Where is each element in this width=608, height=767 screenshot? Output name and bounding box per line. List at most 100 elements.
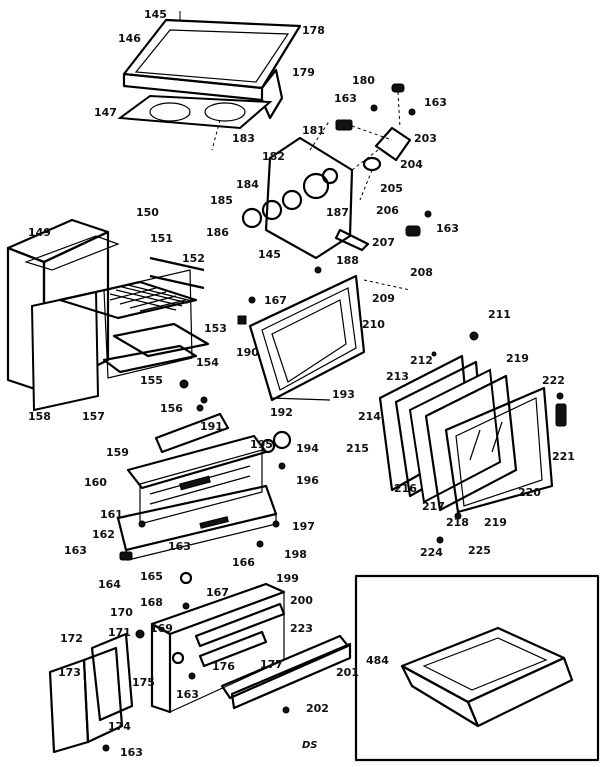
callout-213: 213 <box>386 370 409 383</box>
callout-163: 163 <box>168 540 191 553</box>
callout-146: 146 <box>118 32 141 45</box>
callout-153: 153 <box>204 322 227 335</box>
callout-169: 169 <box>150 622 173 635</box>
callout-151: 151 <box>150 232 173 245</box>
callout-223: 223 <box>290 622 313 635</box>
callout-163: 163 <box>176 688 199 701</box>
callout-211: 211 <box>488 308 511 321</box>
callout-222: 222 <box>542 374 565 387</box>
callout-156: 156 <box>160 402 183 415</box>
callout-161: 161 <box>100 508 123 521</box>
callout-198: 198 <box>284 548 307 561</box>
callout-173: 173 <box>58 666 81 679</box>
callout-174: 174 <box>108 720 131 733</box>
callout-484: 484 <box>366 654 389 667</box>
callout-162: 162 <box>92 528 115 541</box>
callout-185: 185 <box>210 194 233 207</box>
drawing-code: DS <box>302 740 318 751</box>
callout-168: 168 <box>140 596 163 609</box>
callout-177: 177 <box>260 658 283 671</box>
callout-172: 172 <box>60 632 83 645</box>
callout-199: 199 <box>276 572 299 585</box>
callout-175: 175 <box>132 676 155 689</box>
oven-liner-assembly <box>6 218 210 412</box>
callout-164: 164 <box>98 578 121 591</box>
callout-212: 212 <box>410 354 433 367</box>
callout-192: 192 <box>270 406 293 419</box>
callout-194: 194 <box>296 442 319 455</box>
callout-160: 160 <box>84 476 107 489</box>
callout-179: 179 <box>292 66 315 79</box>
callout-163: 163 <box>64 544 87 557</box>
callout-154: 154 <box>196 356 219 369</box>
callout-158: 158 <box>28 410 51 423</box>
callout-193: 193 <box>332 388 355 401</box>
callout-167: 167 <box>206 586 229 599</box>
callout-181: 181 <box>302 124 325 137</box>
broiler-pan-inset <box>354 574 600 762</box>
broiler-assembly <box>116 404 292 585</box>
callout-188: 188 <box>336 254 359 267</box>
callout-166: 166 <box>232 556 255 569</box>
callout-163: 163 <box>436 222 459 235</box>
callout-196: 196 <box>296 474 319 487</box>
callout-216: 216 <box>394 482 417 495</box>
door-frame <box>237 266 411 402</box>
top-vent-assembly <box>117 10 302 151</box>
callout-220: 220 <box>518 486 541 499</box>
callout-184: 184 <box>236 178 259 191</box>
callout-180: 180 <box>352 74 375 87</box>
callout-167: 167 <box>264 294 287 307</box>
callout-182: 182 <box>262 150 285 163</box>
callout-171: 171 <box>108 626 131 639</box>
callout-176: 176 <box>212 660 235 673</box>
callout-170: 170 <box>110 606 133 619</box>
callout-217: 217 <box>422 500 445 513</box>
callout-218: 218 <box>446 516 469 529</box>
callout-219: 219 <box>506 352 529 365</box>
callout-206: 206 <box>376 204 399 217</box>
callout-215: 215 <box>346 442 369 455</box>
callout-207: 207 <box>372 236 395 249</box>
callout-163: 163 <box>424 96 447 109</box>
thermostat-parts <box>335 83 432 237</box>
callout-191: 191 <box>200 420 223 433</box>
callout-224: 224 <box>420 546 443 559</box>
callout-197: 197 <box>292 520 315 533</box>
callout-190: 190 <box>236 346 259 359</box>
callout-203: 203 <box>414 132 437 145</box>
callout-210: 210 <box>362 318 385 331</box>
callout-200: 200 <box>290 594 313 607</box>
callout-221: 221 <box>552 450 575 463</box>
callout-157: 157 <box>82 410 105 423</box>
callout-147: 147 <box>94 106 117 119</box>
callout-149: 149 <box>28 226 51 239</box>
callout-163: 163 <box>120 746 143 759</box>
lower-drawer-assembly <box>48 582 352 754</box>
callout-152: 152 <box>182 252 205 265</box>
callout-208: 208 <box>410 266 433 279</box>
callout-145: 145 <box>258 248 281 261</box>
callout-187: 187 <box>326 206 349 219</box>
control-bracket <box>241 119 379 260</box>
callout-209: 209 <box>372 292 395 305</box>
callout-201: 201 <box>336 666 359 679</box>
callout-204: 204 <box>400 158 423 171</box>
callout-205: 205 <box>380 182 403 195</box>
callout-183: 183 <box>232 132 255 145</box>
callout-202: 202 <box>306 702 329 715</box>
callout-163: 163 <box>334 92 357 105</box>
callout-150: 150 <box>136 206 159 219</box>
door-glass-stack <box>378 331 567 544</box>
callout-195: 195 <box>250 438 273 451</box>
callout-155: 155 <box>140 374 163 387</box>
callout-178: 178 <box>302 24 325 37</box>
callout-225: 225 <box>468 544 491 557</box>
callout-219: 219 <box>484 516 507 529</box>
callout-145: 145 <box>144 8 167 21</box>
callout-214: 214 <box>358 410 381 423</box>
callout-186: 186 <box>206 226 229 239</box>
